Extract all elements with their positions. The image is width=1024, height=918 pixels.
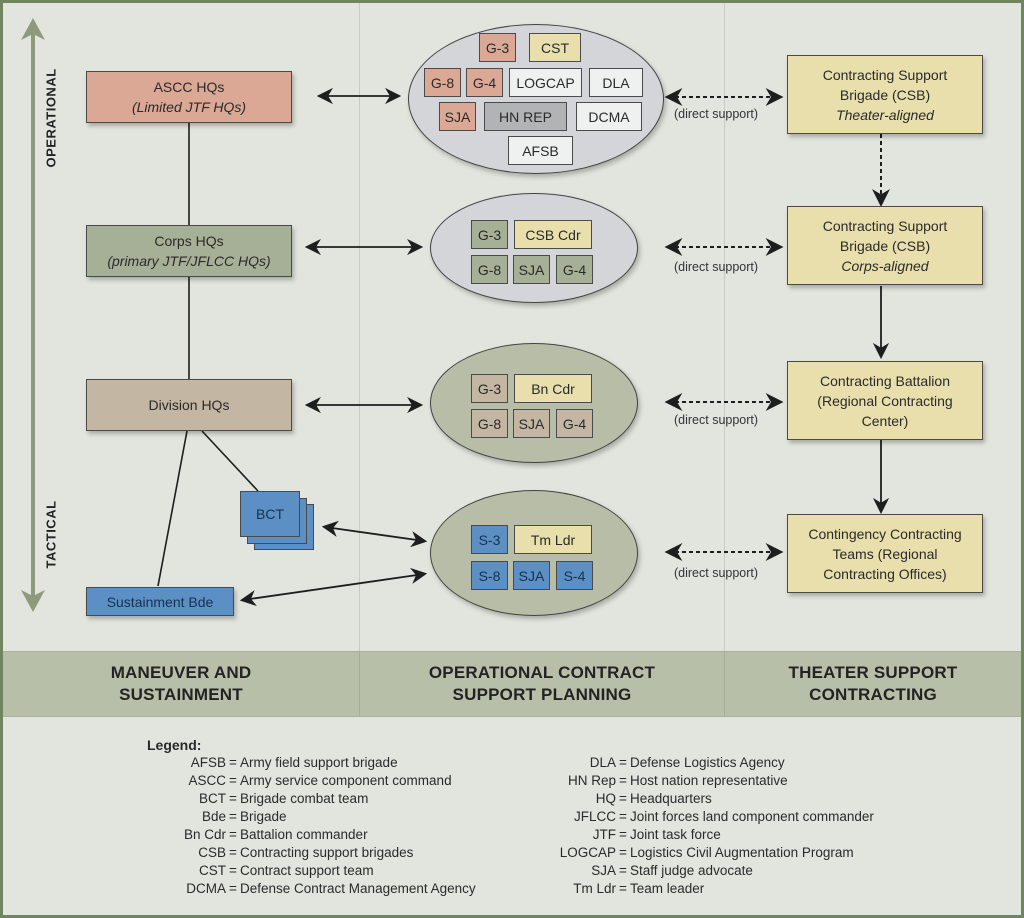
cell-chip[interactable]: G-3 [471,374,508,403]
csb-corps-line3: Corps-aligned [841,257,929,274]
bct-title: BCT [256,506,284,522]
legend-right: DLA=Defense Logistics Agency HN Rep=Host… [552,754,874,898]
csb-theater-line3: Theater-aligned [836,106,934,123]
legend-entry: LOGCAP=Logistics Civil Augmentation Prog… [559,845,854,860]
cell-chip[interactable]: DCMA [576,102,642,131]
sustainment-planning-arrow [239,567,428,607]
ascc-hq-title: ASCC HQs [153,79,225,95]
cell-chip[interactable]: CST [529,33,581,62]
cell-chip[interactable]: HN REP [484,102,567,131]
teams-line2: Teams (Regional [832,545,938,562]
contingency-teams-box[interactable]: Contingency Contracting Teams (Regional … [787,514,983,593]
direct-support-label: (direct support) [674,566,759,580]
csb-corps-box[interactable]: Contracting Support Brigade (CSB) Corps-… [787,206,983,285]
legend-entry: JTF=Joint task force [592,827,721,842]
csb-corps-line1: Contracting Support [822,217,948,234]
sustainment-bde-title: Sustainment Bde [106,593,214,610]
legend-entry: AFSB=Army field support brigade [190,755,398,770]
ascc-hq-subtitle: (Limited JTF HQs) [131,99,247,115]
arrow-down-icon [21,590,45,612]
cell-chip[interactable]: S-3 [471,525,508,554]
legend-entry: CSB=Contracting support brigades [198,845,414,860]
legend-entry: BCT=Brigade combat team [199,791,369,806]
legend-entry: DCMA=Defense Contract Management Agency [186,881,476,896]
column-title-planning: OPERATIONAL CONTRACT SUPPORT PLANNING [428,663,656,704]
cell-chip[interactable]: G-8 [471,409,508,438]
legend-entry: Tm Ldr=Team leader [573,881,705,896]
csb-theater-box[interactable]: Contracting Support Brigade (CSB) Theate… [787,55,983,134]
axis-label-tactical: TACTICAL [43,500,59,569]
cell-chip[interactable]: G-3 [479,33,516,62]
legend-entry: Bde=Brigade [201,809,287,824]
corps-hq-title: Corps HQs [154,233,224,249]
division-sustainment-link [157,430,188,587]
cell-chip[interactable]: SJA [513,255,550,284]
arrow-up-icon [21,18,45,40]
battalion-line3: Center) [861,412,909,429]
division-hq-title: Division HQs [148,397,230,413]
cell-chip[interactable]: SJA [513,561,550,590]
csb-theater-line2: Brigade (CSB) [839,86,931,103]
legend-entry: DLA=Defense Logistics Agency [589,755,785,770]
teams-line1: Contingency Contracting [808,525,962,542]
band-divider [359,652,360,716]
legend-title: Legend: [147,737,202,753]
cell-chip[interactable]: G-4 [556,255,593,284]
band-divider [724,652,725,716]
bct-planning-arrow [321,520,428,548]
legend-left: AFSB=Army field support brigade ASCC=Arm… [170,754,476,898]
cell-chip[interactable]: S-8 [471,561,508,590]
direct-support-label: (direct support) [674,107,759,121]
legend-entry: Bn Cdr=Battalion commander [183,827,368,842]
cell-chip[interactable]: G-8 [471,255,508,284]
legend-entry: HQ=Headquarters [595,791,712,806]
teams-line3: Contracting Offices) [823,565,947,582]
division-planning-cell [430,343,638,463]
legend-entry: ASCC=Army service component command [188,773,452,788]
column-title-maneuver: MANEUVER AND SUSTAINMENT [110,663,252,704]
column-title-contracting: THEATER SUPPORT CONTRACTING [788,663,958,704]
contracting-battalion-box[interactable]: Contracting Battalion (Regional Contract… [787,361,983,440]
cell-chip[interactable]: Bn Cdr [514,374,592,403]
legend-entry: CST=Contract support team [199,863,374,878]
cell-chip[interactable]: DLA [589,68,643,97]
column-divider [724,3,725,651]
legend-entry: JFLCC=Joint forces land component comman… [573,809,874,824]
cell-chip[interactable]: G-4 [466,68,503,97]
csb-theater-line1: Contracting Support [822,66,948,83]
cell-chip[interactable]: S-4 [556,561,593,590]
cell-chip[interactable]: SJA [439,102,476,131]
sustainment-bde-box[interactable]: Sustainment Bde [86,587,234,616]
cell-chip[interactable]: LOGCAP [509,68,582,97]
csb-corps-line2: Brigade (CSB) [839,237,931,254]
column-title-band: MANEUVER AND SUSTAINMENT OPERATIONAL CON… [3,651,1021,717]
division-bct-link [201,430,259,492]
cell-chip[interactable]: Tm Ldr [514,525,592,554]
battalion-line2: (Regional Contracting [817,392,953,409]
column-divider [359,3,360,651]
axis-arrow [21,18,45,612]
corps-hq-subtitle: (primary JTF/JFLCC HQs) [107,253,271,269]
axis-label-operational: OPERATIONAL [43,68,59,168]
direct-support-label: (direct support) [674,260,759,274]
direct-support-label: (direct support) [674,413,759,427]
battalion-line1: Contracting Battalion [820,372,950,389]
cell-chip[interactable]: G-3 [471,220,508,249]
legend-entry: SJA=Staff judge advocate [591,863,753,878]
corps-hq-box[interactable]: Corps HQs (primary JTF/JFLCC HQs) [86,225,292,277]
bct-box[interactable]: BCT [240,491,300,537]
division-hq-box[interactable]: Division HQs [86,379,292,431]
cell-chip[interactable]: SJA [513,409,550,438]
cell-chip[interactable]: CSB Cdr [514,220,592,249]
cell-chip[interactable]: AFSB [508,136,573,165]
legend-entry: HN Rep=Host nation representative [567,773,788,788]
ascc-hq-box[interactable]: ASCC HQs (Limited JTF HQs) [86,71,292,123]
cell-chip[interactable]: G-8 [424,68,461,97]
cell-chip[interactable]: G-4 [556,409,593,438]
